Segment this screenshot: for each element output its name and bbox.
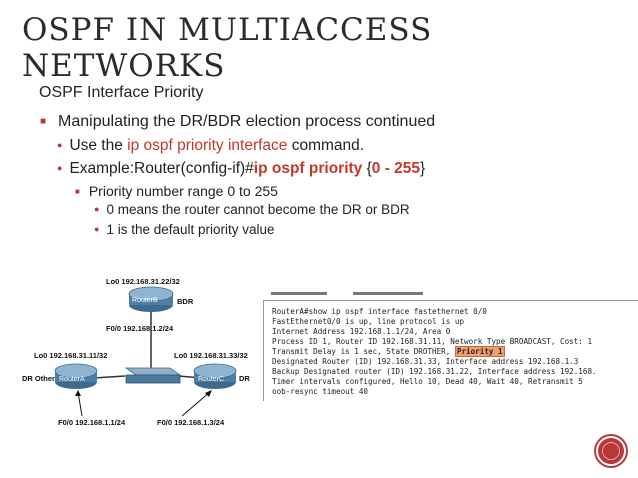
arrow-c xyxy=(181,391,211,417)
terminal-tab-strip xyxy=(263,289,638,300)
terminal-tab-indicator xyxy=(353,292,423,295)
terminal-line: FastEthernet0/0 is up, line protocol is … xyxy=(272,317,465,326)
bullet-text-pre: Use the xyxy=(69,137,128,154)
example-brace-close: } xyxy=(420,160,426,177)
router-a-role: DR Other xyxy=(22,374,55,383)
router-c-loopback-label: Lo0 192.168.31.33/32 xyxy=(174,351,248,360)
slide-nav-button[interactable] xyxy=(596,436,626,466)
bullet-level2-example: ● Example:Router(config-if)#ip ospf prior… xyxy=(57,160,425,178)
terminal-line: Timer intervals configured, Hello 10, De… xyxy=(272,377,583,386)
router-c-name: RouterC xyxy=(198,376,225,383)
slide-subtitle: OSPF Interface Priority xyxy=(39,84,204,101)
dot-bullet-icon: ● xyxy=(94,204,100,214)
bullet-level4-one: ● 1 is the default priority value xyxy=(94,222,275,237)
router-b-name: RouterB xyxy=(132,297,158,304)
bullet-level4-text: 1 is the default priority value xyxy=(106,222,275,237)
router-c-role: DR xyxy=(239,374,250,383)
topology-svg xyxy=(54,286,237,417)
command-name: ip ospf priority interface xyxy=(127,137,288,154)
square-bullet-icon: ■ xyxy=(40,116,47,127)
router-b-role: BDR xyxy=(177,297,194,306)
slide-title: OSPF IN MULTIACCESS NETWORKS xyxy=(22,12,433,84)
bullet-level3-range: ■ Priority number range 0 to 255 xyxy=(75,183,278,199)
router-a-name: RouterA xyxy=(59,376,85,383)
terminal-line: Designated Router (ID) 192.168.31.33, In… xyxy=(272,357,579,366)
dot-bullet-icon: ● xyxy=(57,163,63,173)
terminal-line: Backup Designated router (ID) 192.168.31… xyxy=(272,367,597,376)
example-prompt: Example:Router(config-if)# xyxy=(69,160,254,177)
router-b-interface-label: F0/0 192.168.1.2/24 xyxy=(106,324,174,333)
square-bullet-icon: ■ xyxy=(75,187,80,196)
router-c-icon xyxy=(193,363,237,389)
arrow-c-head xyxy=(205,390,212,397)
terminal-line: RouterA#show ip ospf interface fastether… xyxy=(272,307,487,316)
switch-icon xyxy=(124,367,182,384)
priority-highlight: Priority 1 xyxy=(454,346,505,357)
bullet-text-post: command. xyxy=(287,137,365,154)
example-brace-open: { xyxy=(362,160,372,177)
bullet-level4-text: 0 means the router cannot become the DR … xyxy=(106,202,410,217)
dot-bullet-icon: ● xyxy=(57,140,63,150)
router-a-icon xyxy=(54,363,98,389)
terminal-line-text: Transmit Delay is 1 sec, State DROTHER, xyxy=(272,347,451,356)
terminal-output-panel: RouterA#show ip ospf interface fastether… xyxy=(263,300,638,401)
example-range: 0 - 255 xyxy=(371,160,421,177)
bullet-level2-use-command: ● Use the ip ospf priority interface comm… xyxy=(57,137,364,155)
bullet-level4-zero: ● 0 means the router cannot become the DR… xyxy=(94,202,410,217)
terminal-line: Process ID 1, Router ID 192.168.31.11, N… xyxy=(272,337,593,346)
example-command: ip ospf priority xyxy=(253,160,363,177)
bullet-level3-text: Priority number range 0 to 255 xyxy=(88,183,278,199)
arrow-a-head xyxy=(75,390,81,396)
router-a-interface-label: F0/0 192.168.1.1/24 xyxy=(58,418,126,427)
router-b-icon xyxy=(128,286,174,312)
router-a-loopback-label: Lo0 192.168.31.11/32 xyxy=(34,351,108,360)
router-b-loopback-label: Lo0 192.168.31.22/32 xyxy=(106,277,180,286)
network-topology-diagram: Lo0 192.168.31.22/32 RouterB BDR F0/0 19… xyxy=(22,268,260,438)
terminal-tab-indicator xyxy=(271,292,327,295)
router-c-interface-label: F0/0 192.168.1.3/24 xyxy=(157,418,225,427)
dot-bullet-icon: ● xyxy=(94,224,100,234)
bullet-level1-text: Manipulating the DR/BDR election process… xyxy=(58,113,436,130)
terminal-line: Internet Address 192.168.1.1/24, Area 0 xyxy=(272,327,451,336)
terminal-line: oob-resync timeout 40 xyxy=(272,387,369,396)
bullet-level1: ■ Manipulating the DR/BDR election proces… xyxy=(40,113,435,131)
terminal-line-with-priority: Transmit Delay is 1 sec, State DROTHER, … xyxy=(272,346,505,357)
